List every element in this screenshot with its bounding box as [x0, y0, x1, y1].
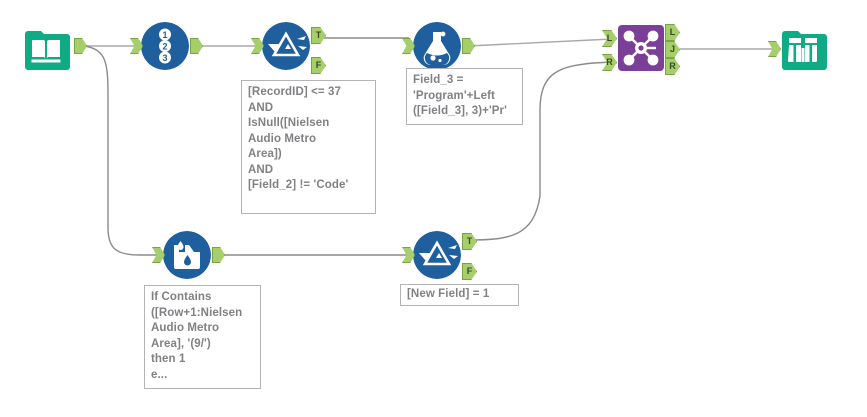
output-anchor[interactable]: [190, 38, 203, 54]
output-anchor[interactable]: [74, 38, 87, 54]
join-output-anchor[interactable]: J: [665, 41, 680, 58]
wire-input-to-multirow: [84, 45, 158, 256]
filter-tool-top[interactable]: T F: [251, 22, 326, 74]
input-data-tool[interactable]: [22, 22, 87, 70]
true-output-anchor[interactable]: T: [462, 233, 477, 250]
book-icon: [25, 31, 70, 70]
multi-row-formula-tool[interactable]: [152, 231, 225, 279]
false-output-anchor[interactable]: F: [311, 57, 326, 74]
browse-tool[interactable]: [768, 22, 827, 70]
binoculars-icon: [782, 31, 827, 70]
formula-tool[interactable]: [402, 22, 475, 70]
output-anchor[interactable]: [212, 247, 225, 263]
left-output-anchor[interactable]: L: [665, 24, 680, 41]
output-anchor[interactable]: [462, 38, 475, 54]
wire-formula-to-join-left: [467, 38, 613, 47]
true-output-anchor[interactable]: T: [311, 27, 326, 44]
multi-row-formula-annotation[interactable]: If Contains ([Row+1:Nielsen Audio Metro …: [144, 285, 261, 389]
formula-annotation[interactable]: Field_3 = 'Program'+Left ([Field_3], 3)+…: [406, 68, 523, 125]
svg-text:2: 2: [162, 42, 167, 52]
right-output-anchor[interactable]: R: [665, 58, 680, 75]
left-input-anchor[interactable]: L: [602, 30, 617, 47]
join-tool[interactable]: L R L J R: [602, 24, 680, 75]
flask-icon: [413, 22, 461, 70]
svg-text:1: 1: [162, 30, 167, 40]
droplets-container-icon: [163, 231, 211, 279]
filter-tool-bottom[interactable]: T F: [402, 231, 477, 280]
join-nodes-icon: [618, 25, 664, 71]
numbered-list-icon: 1 2 3: [141, 22, 189, 70]
filter-bottom-annotation[interactable]: [New Field] = 1: [400, 284, 519, 306]
record-id-tool[interactable]: 1 2 3: [130, 22, 203, 70]
svg-text:3: 3: [162, 53, 167, 63]
prism-filter-icon: [413, 231, 461, 279]
filter-top-annotation[interactable]: [RecordID] <= 37 AND IsNull([Nielsen Aud…: [241, 80, 376, 214]
right-input-anchor[interactable]: R: [602, 54, 617, 71]
prism-filter-icon: [262, 22, 310, 70]
false-output-anchor[interactable]: F: [462, 263, 477, 280]
